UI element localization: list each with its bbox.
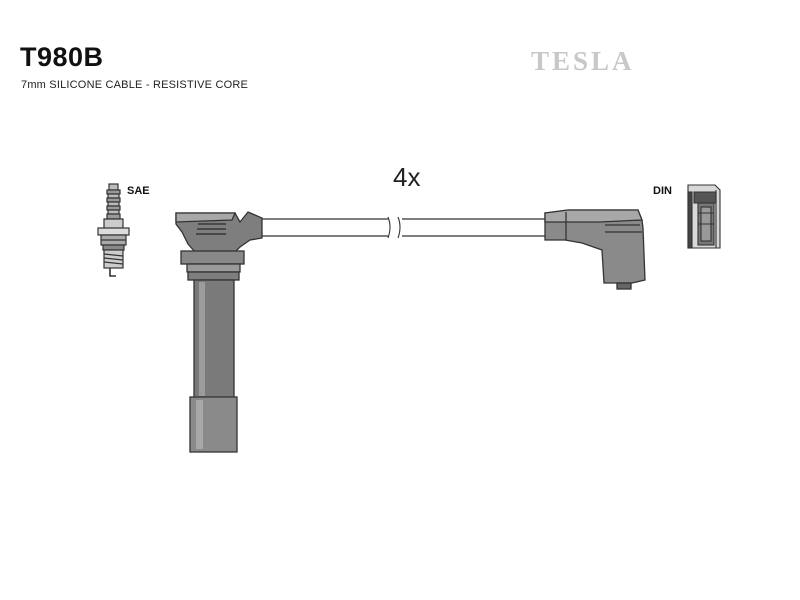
din-label: DIN [653, 185, 672, 197]
part-number: T980B [20, 42, 104, 72]
cable-description: 7mm SILICONE CABLE - RESISTIVE CORE [21, 79, 249, 91]
cable-quantity: 4x [393, 162, 421, 192]
coil-boot-head [175, 211, 263, 253]
brand-logo: TESLA [531, 46, 635, 76]
din-terminal-icon [687, 184, 721, 249]
ignition-cable [175, 209, 646, 453]
boot-collar [180, 250, 245, 265]
sae-spark-plug-icon [97, 183, 130, 277]
sae-label: SAE [127, 185, 150, 197]
